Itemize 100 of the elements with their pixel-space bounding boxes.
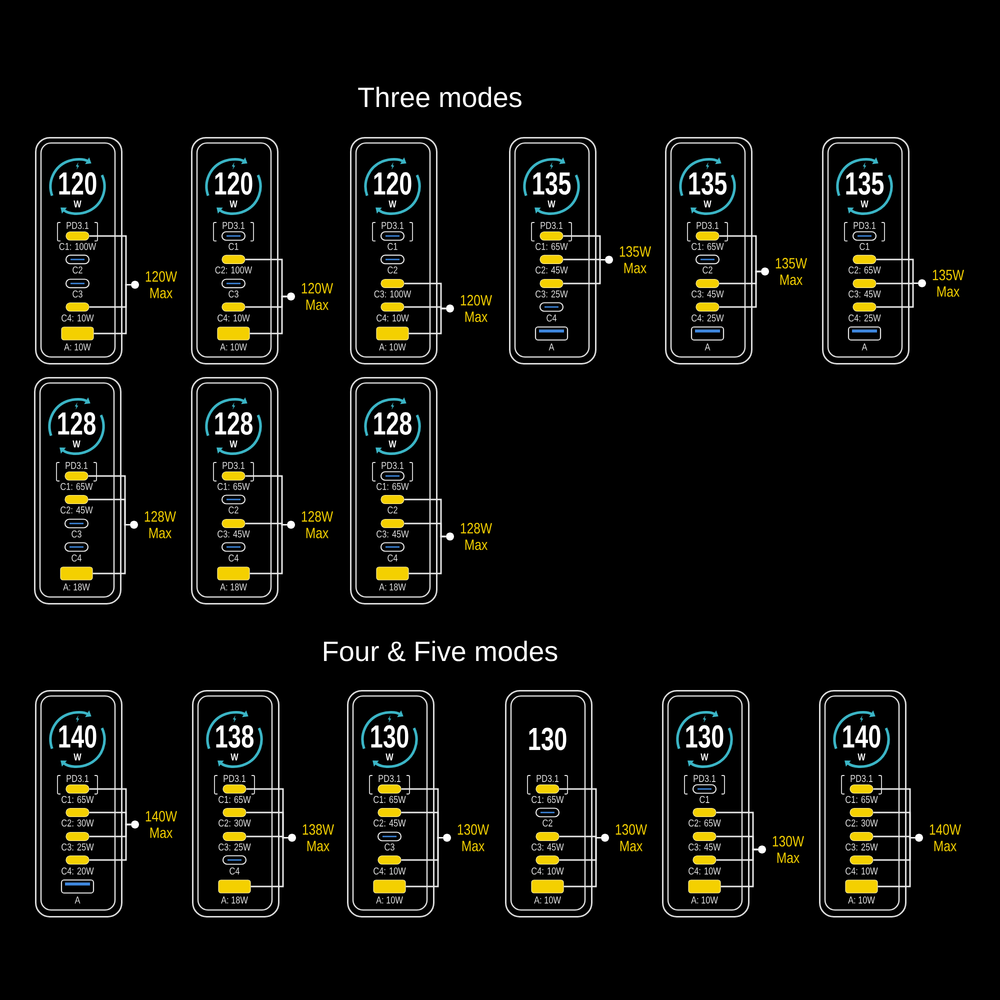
port-label: C4 [388,554,398,562]
port-label: C4 [228,554,238,562]
connector-line [563,258,605,284]
connector-line [408,536,446,574]
port-label: C3: 45W [376,530,409,538]
port-label: C2: 30W [62,819,94,827]
connector-line [250,524,287,574]
port-label: C4: 10W [846,867,878,875]
wattage-badge: 130 W [361,710,418,768]
port-label: C4: 10W [688,867,721,875]
wattage-badge: 140 W [49,710,106,768]
wattage-badge: 135 W [836,157,893,215]
max-power-label: 128W Max [302,511,334,538]
port-label: C2: 30W [846,819,878,827]
port-label: C3: 45W [688,843,721,851]
pd-bracket: PD3.1 [684,774,725,794]
max-power-label: 130W Max [772,836,804,864]
port-label: C2 [542,819,552,827]
port-label: C4: 20W [62,867,94,875]
port-label: C2: 45W [374,819,406,827]
port-label: A: 10W [379,343,406,351]
charger-outline [509,136,596,364]
pd-bracket: PD3.1 [687,222,728,242]
port-label: C1: 65W [376,482,409,490]
connector-line [250,837,288,888]
port-label: A: 10W [376,896,403,904]
port-label: C3: 25W [536,290,568,298]
connector-line [720,848,758,888]
port-label: C2 [702,266,712,274]
connector-line [719,270,761,308]
charger-outline [192,690,280,918]
max-power-label: 130W Max [458,824,490,852]
wattage-badge: 130 W [676,710,733,768]
max-power-label: 128W Max [460,522,492,550]
pd-bracket: PD3.1 [369,774,410,794]
port-label: C2: 65W [848,266,881,274]
port-label: C1 [860,242,870,250]
pd-bracket: PD3.1 [213,222,254,242]
connector-line [406,837,443,888]
port-label: C4 [72,554,82,562]
port-label: C1 [700,796,710,804]
max-power-label: 120W Max [460,294,492,322]
charger-outline [665,136,752,364]
port-label: C1: 65W [60,482,93,490]
section-heading: Three modes [358,86,522,108]
pd-bracket: PD3.1 [213,462,254,482]
port-label: C4: 10W [62,314,94,322]
port-label: C1 [228,242,238,250]
port-label: C3: 25W [62,843,94,851]
port-label: C3: 25W [846,843,878,851]
connector-line [89,824,131,861]
charger-outline [822,136,910,364]
pd-bracket: PD3.1 [56,462,97,482]
pd-bracket: PD3.1 [531,222,572,242]
charger-outline [662,690,750,918]
port-label: C3: 100W [374,290,412,298]
wattage-text: 130 [529,728,566,750]
port-label: C4 [546,314,557,322]
port-label: C3 [72,530,82,538]
port-label: A [704,344,710,350]
wattage-badge: 120 W [364,157,421,215]
wattage-badge: 140 W [833,710,890,768]
pd-bracket: PD3.1 [372,222,413,242]
wattage-badge: 120 W [205,157,262,215]
port-label: C4: 10W [218,314,250,322]
connector-line [878,837,915,888]
port-label: C1: 65W [374,796,406,804]
max-power-label: 128W Max [144,511,176,538]
charger-outline [350,136,438,364]
port-label: C2: 30W [218,819,251,827]
port-label: C4: 25W [848,314,881,322]
connector-line [564,837,601,888]
port-label: A: 10W [64,343,91,351]
max-power-label: 135W Max [932,270,964,297]
port-label: C2: 45W [60,506,93,514]
charger-outline [35,136,122,364]
port-label: C4: 10W [376,314,409,322]
section-heading: Four & Five modes [324,640,558,662]
port-label: C3 [384,843,394,851]
port-label: C1: 65W [62,796,94,804]
max-power-label: 120W Max [146,271,178,298]
port-label: C3 [228,290,238,298]
pd-bracket: PD3.1 [214,774,255,794]
port-label: C3: 45W [532,843,564,851]
port-label: C1: 65W [536,242,568,250]
charger-outline [505,690,592,918]
port-label: C1: 65W [846,796,878,804]
connector-line [92,524,130,574]
port-label: C2 [228,506,238,514]
max-power-label: 138W Max [302,824,334,852]
wattage-badge: 120 W [49,157,106,215]
port-label: C2: 45W [536,266,568,274]
charger-outline [819,690,907,918]
port-label: C1 [388,242,398,250]
port-label: C2: 65W [688,819,721,827]
port-label: A: 10W [848,896,875,904]
port-label: C4: 25W [692,314,724,322]
pd-bracket: PD3.1 [57,774,98,794]
port-label: C2 [388,506,398,514]
port-label: C1: 65W [218,796,251,804]
